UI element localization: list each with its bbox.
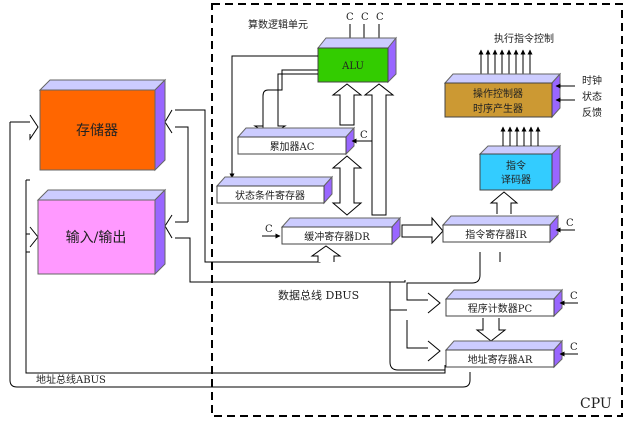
accumulator-block: 累加器AC xyxy=(236,126,356,156)
decoder-label-1: 指令 xyxy=(506,159,526,172)
svg-text:C: C xyxy=(346,12,354,23)
accumulator-label: 累加器AC xyxy=(270,141,315,153)
controller-label-1: 操作控制器 xyxy=(473,87,523,100)
instruction-decoder-block: 指令 译码器 xyxy=(478,144,562,192)
cpu-boundary xyxy=(211,3,623,417)
alu-block: ALU xyxy=(316,36,398,84)
decoder-label-2: 译码器 xyxy=(501,174,531,186)
address-bus-label: 地址总线ABUS xyxy=(36,373,106,386)
svg-text:C: C xyxy=(376,12,384,23)
svg-text:C: C xyxy=(570,291,578,302)
status-label: 状态 xyxy=(582,90,602,103)
svg-text:C: C xyxy=(566,218,574,229)
memory-block: 存储器 xyxy=(38,78,167,172)
svg-text:C: C xyxy=(265,224,273,235)
alu-label: ALU xyxy=(341,61,364,72)
status-register-label: 状态条件寄存器 xyxy=(235,189,305,202)
status-register-block: 状态条件寄存器 xyxy=(215,175,334,205)
svg-text:C: C xyxy=(360,130,368,141)
program-counter-block: 程序计数器PC xyxy=(444,288,564,318)
controller-label-2: 时序产生器 xyxy=(473,102,523,115)
buffer-register-block: 缓冲寄存器DR xyxy=(280,216,402,246)
instruction-register-label: 指令寄存器IR xyxy=(465,228,527,241)
io-block: 输入/输出 xyxy=(36,188,167,276)
decoder-output-arrows xyxy=(500,126,541,146)
program-counter-label: 程序计数器PC xyxy=(468,302,533,315)
io-label: 输入/输出 xyxy=(66,230,127,246)
exec-control-label: 执行指令控制 xyxy=(494,32,554,45)
clock-label: 时钟 xyxy=(582,74,602,87)
memory-label: 存储器 xyxy=(76,123,118,139)
cpu-label: CPU xyxy=(580,396,612,412)
data-bus-label: 数据总线 DBUS xyxy=(278,288,359,302)
address-bus-inner xyxy=(25,180,446,374)
alu-unit-label: 算数逻辑单元 xyxy=(248,18,308,31)
svg-text:C: C xyxy=(361,12,369,23)
svg-text:C: C xyxy=(570,342,578,353)
address-register-block: 地址寄存器AR xyxy=(444,339,564,369)
controller-block: 操作控制器 时序产生器 xyxy=(443,72,562,119)
instruction-register-block: 指令寄存器IR xyxy=(441,214,560,244)
address-bus-outer xyxy=(9,122,471,388)
buffer-register-label: 缓冲寄存器DR xyxy=(304,230,370,243)
feedback-label: 反馈 xyxy=(582,106,602,119)
address-register-label: 地址寄存器AR xyxy=(468,353,533,366)
